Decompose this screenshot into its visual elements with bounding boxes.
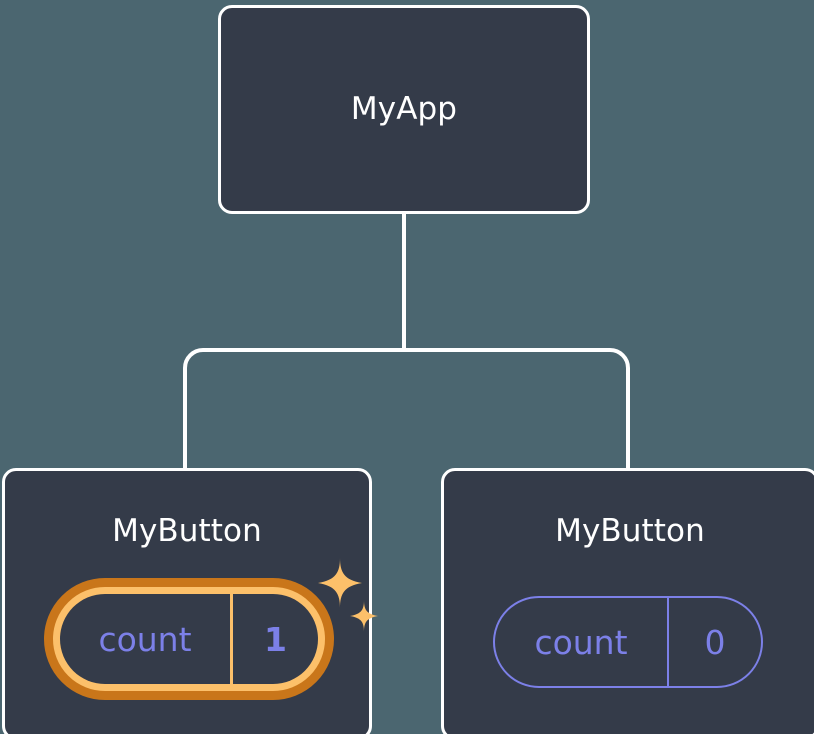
node-myapp-label: MyApp [350, 91, 458, 127]
state-key-label: count [98, 619, 192, 659]
state-pill-divider [667, 598, 669, 686]
state-pill-divider [230, 594, 233, 684]
node-mybutton-right-label: MyButton [555, 513, 705, 549]
state-pill-right-wrapper: count 0 [493, 596, 763, 688]
state-key-label: count [534, 622, 628, 662]
node-mybutton-left-label: MyButton [112, 513, 262, 549]
state-value-label: 1 [264, 619, 287, 659]
node-myapp[interactable]: MyApp [218, 5, 590, 214]
state-pill-count-plain[interactable]: count 0 [493, 596, 763, 688]
state-pill-inner: count 1 [60, 594, 318, 684]
edge-bus-left [183, 348, 404, 470]
state-value-label: 0 [704, 622, 726, 662]
state-pill-count-highlighted[interactable]: count 1 [44, 578, 334, 700]
edge-bus-right [404, 348, 630, 470]
state-pill-left-wrapper: count 1 [44, 578, 334, 700]
